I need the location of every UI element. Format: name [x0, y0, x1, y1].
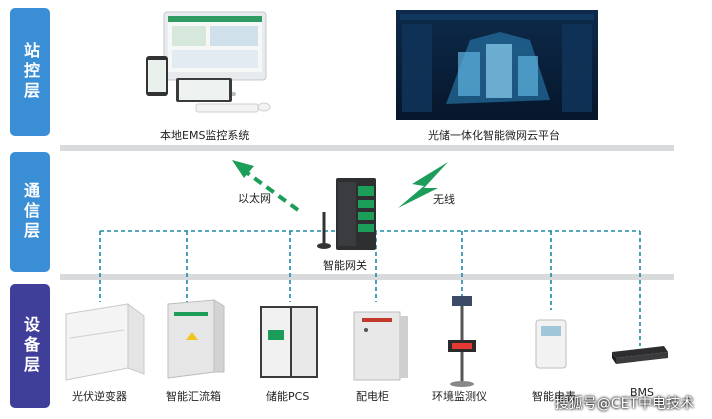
layer-label-station: 站控层: [21, 42, 40, 102]
device-label-distribution-cabinet: 配电柜: [356, 390, 389, 403]
layer-tab-device: 设备层: [10, 284, 50, 408]
wireless-label: 无线: [433, 193, 455, 206]
gateway-label: 智能网关: [323, 259, 367, 272]
separator-band-top: [60, 145, 674, 151]
tablet-icon: [146, 56, 168, 96]
combiner-box-icon: [167, 299, 225, 379]
bms-icon: [612, 346, 668, 364]
cloud-platform-screen-icon: [396, 10, 598, 120]
cloud-platform-label: 光储一体化智能微网云平台: [428, 129, 560, 142]
ethernet-label: 以太网: [238, 192, 271, 205]
gateway-icon: [317, 178, 376, 250]
ethernet-arrow-icon: [232, 160, 300, 212]
device-label-storage-pcs: 储能PCS: [266, 390, 310, 403]
smart-meter-icon: [535, 319, 567, 369]
device-label-bms: BMS: [630, 386, 655, 399]
local-ems-label: 本地EMS监控系统: [160, 129, 250, 142]
monitor-icon: [163, 11, 267, 96]
layer-label-device: 设备层: [21, 316, 40, 376]
device-label-smart-meter: 智能电表: [532, 390, 576, 403]
layer-label-comm: 通信层: [21, 182, 40, 242]
layer-tab-comm: 通信层: [10, 152, 50, 272]
environment-monitor-icon: [448, 296, 476, 387]
device-label-environment-monitor: 环境监测仪: [432, 390, 487, 403]
laptop-icon: [176, 78, 232, 102]
watermark: 搜狐号@CET中电技术: [554, 396, 694, 412]
device-label-pv-inverter: 光伏逆变器: [72, 390, 127, 403]
keyboard-icon: [195, 102, 271, 113]
distribution-cabinet-icon: [353, 311, 408, 381]
layer-tab-station: 站控层: [10, 8, 50, 136]
separator-band-bottom: [60, 274, 674, 280]
storage-pcs-icon: [260, 306, 318, 378]
pv-inverter-icon: [65, 303, 145, 381]
wireless-lightning-icon: [398, 162, 448, 208]
device-label-combiner-box: 智能汇流箱: [166, 390, 221, 403]
